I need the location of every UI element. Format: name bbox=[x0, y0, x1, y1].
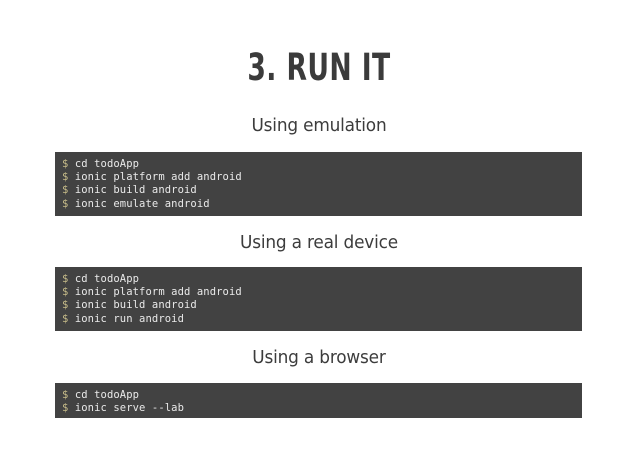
code-line: $ ionic build android bbox=[62, 299, 582, 312]
section-heading-real-device: Using a real device bbox=[240, 232, 398, 253]
shell-prompt-icon: $ bbox=[62, 389, 69, 401]
code-block-real-device: $ cd todoApp $ ionic platform add androi… bbox=[55, 267, 582, 331]
code-line: $ ionic platform add android bbox=[62, 171, 582, 184]
code-block-browser: $ cd todoApp $ ionic serve --lab bbox=[55, 383, 582, 418]
command-text: ionic serve --lab bbox=[68, 402, 185, 415]
shell-prompt-icon: $ bbox=[62, 197, 69, 210]
command-text: ionic emulate android bbox=[68, 197, 210, 210]
command-text: ionic platform add android bbox=[68, 286, 242, 299]
code-line: $ ionic platform add android bbox=[62, 286, 582, 299]
command-text: cd todoApp bbox=[68, 158, 140, 170]
code-line: $ ionic run android bbox=[62, 313, 582, 326]
code-block-emulation: $ cd todoApp $ ionic platform add androi… bbox=[55, 152, 582, 216]
section-heading-emulation: Using emulation bbox=[251, 115, 387, 136]
section-heading-browser: Using a browser bbox=[252, 347, 386, 368]
shell-prompt-icon: $ bbox=[62, 158, 69, 170]
command-text: ionic run android bbox=[68, 312, 185, 325]
command-text: ionic platform add android bbox=[68, 171, 242, 184]
command-text: ionic build android bbox=[68, 299, 197, 312]
command-text: cd todoApp bbox=[68, 273, 140, 285]
code-line: $ cd todoApp bbox=[62, 389, 582, 402]
command-text: ionic build android bbox=[68, 184, 197, 197]
shell-prompt-icon: $ bbox=[62, 171, 69, 184]
shell-prompt-icon: $ bbox=[62, 273, 69, 285]
page-title: 3. RUN IT bbox=[247, 46, 391, 89]
code-line: $ ionic serve --lab bbox=[62, 402, 582, 415]
code-line: $ ionic build android bbox=[62, 184, 582, 197]
shell-prompt-icon: $ bbox=[62, 286, 69, 299]
code-line: $ cd todoApp bbox=[62, 273, 582, 286]
shell-prompt-icon: $ bbox=[62, 402, 69, 415]
code-line: $ ionic emulate android bbox=[62, 198, 582, 211]
command-text: cd todoApp bbox=[68, 389, 140, 401]
shell-prompt-icon: $ bbox=[62, 184, 69, 197]
shell-prompt-icon: $ bbox=[62, 299, 69, 312]
code-line: $ cd todoApp bbox=[62, 158, 582, 171]
shell-prompt-icon: $ bbox=[62, 312, 69, 325]
